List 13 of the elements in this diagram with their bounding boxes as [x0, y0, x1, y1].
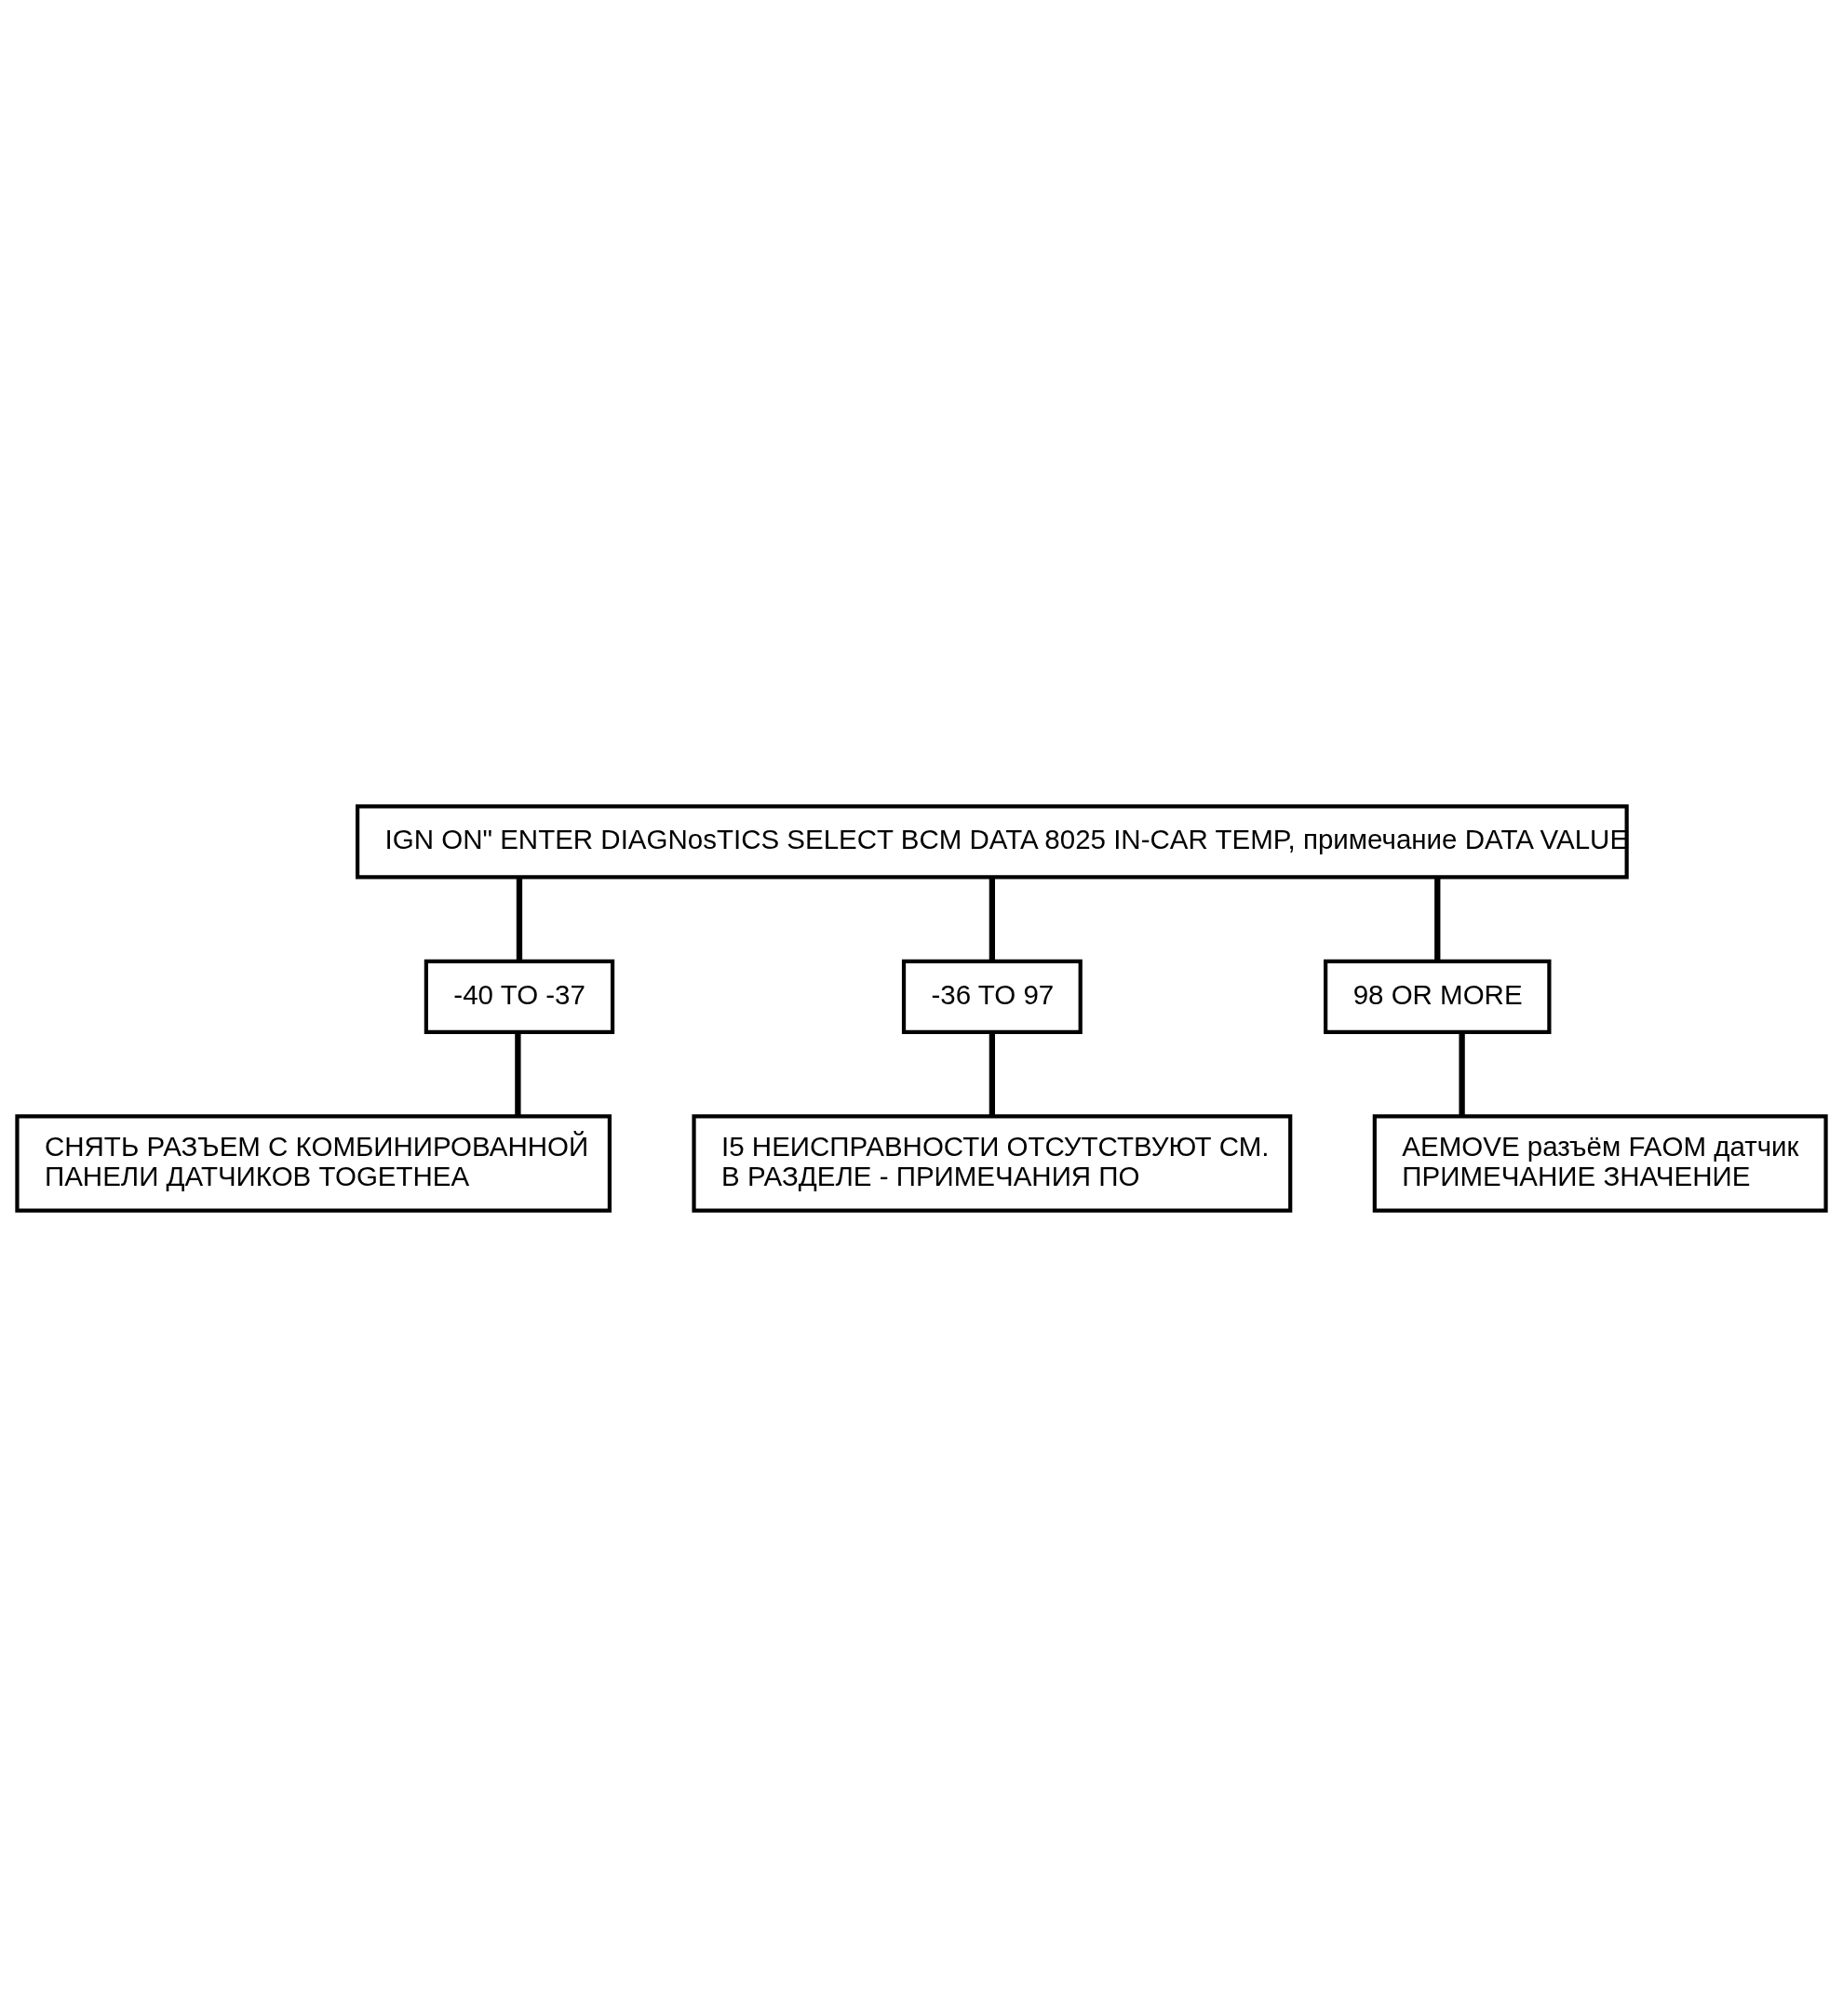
connector: [516, 877, 523, 961]
node-box: СНЯТЬ РАЗЪЕМ С КОМБИНИРОВАННОЙ ПАНЕЛИ ДАТЧИКОВ TOGETHEA: [15, 1113, 612, 1213]
node-box: I5 НЕИСПРАВНОСТИ ОТСУТСТВУЮТ СМ. В РАЗДЕЛЕ - ПРИМЕЧАНИЯ ПО: [692, 1113, 1293, 1213]
connector: [515, 1031, 521, 1116]
connector: [1434, 877, 1441, 961]
node-box: AEMOVE разъём FAOM датчик ПРИМЕЧАНИЕ ЗНАЧЕНИЕ: [1372, 1113, 1828, 1213]
connector: [1459, 1031, 1465, 1116]
node-box: 98 OR MORE: [1324, 959, 1552, 1034]
node-box: -36 TO 97: [901, 959, 1083, 1034]
connector: [989, 1031, 996, 1116]
connector: [989, 877, 996, 961]
node-box: -40 TO -37: [424, 959, 615, 1034]
node-box: IGN ON" ENTER DIAGNosTICS SELECT BCM DATA 8025 IN-CAR TEMP, примечание DATA VALUE: [356, 803, 1629, 879]
